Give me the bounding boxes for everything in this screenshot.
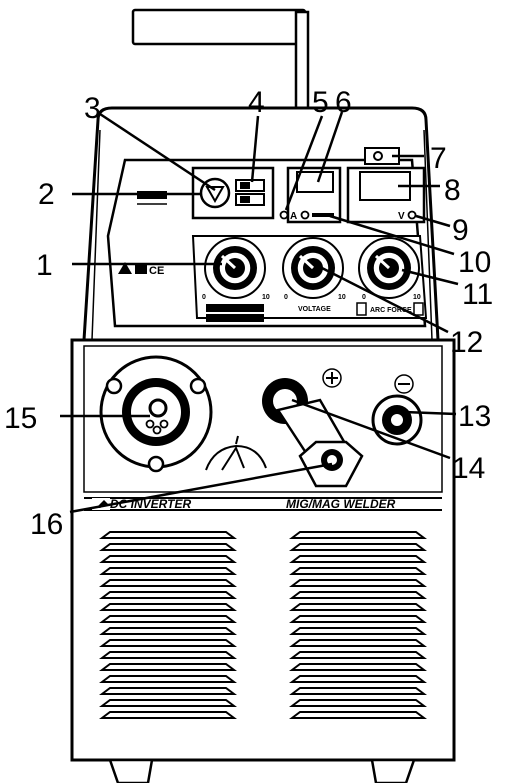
power-switch-block (191, 166, 275, 220)
callout-11: 11 (462, 278, 493, 311)
led-9 (407, 210, 417, 220)
mig-mag-welder-label: MIG/MAG WELDER (286, 497, 396, 511)
vent-louver (99, 615, 237, 623)
vent-louver (99, 567, 237, 575)
arc-force-icon-left (356, 302, 367, 316)
callout-numbers: 1 2 3 4 5 6 7 8 9 10 11 12 13 14 15 16 (4, 86, 493, 541)
vent-louver (99, 651, 237, 659)
led-5 (279, 210, 289, 220)
vent-louver (99, 591, 237, 599)
knob-arc-force (358, 237, 420, 299)
feet (108, 758, 416, 783)
vent-louver (289, 639, 427, 647)
callout-12: 12 (450, 326, 483, 359)
arc-force-icon-right (413, 302, 424, 316)
euro-torch-connector (99, 355, 213, 473)
handle (131, 8, 310, 114)
indicator-7-led (373, 151, 383, 161)
callout-6: 6 (335, 86, 352, 119)
vent-louver (289, 663, 427, 671)
callout-10: 10 (458, 246, 491, 279)
callout-8: 8 (444, 174, 461, 207)
knob1-label-plate-2 (206, 314, 264, 322)
callout-1: 1 (36, 249, 53, 282)
torch-icon (205, 435, 267, 471)
vent-louver (289, 687, 427, 695)
vent-louver (99, 711, 237, 719)
knob12-min: 0 (284, 294, 288, 301)
ce-marks: CE (118, 262, 164, 277)
knob1-label-plate (206, 304, 264, 312)
callout-16: 16 (30, 508, 63, 541)
vent-louver (289, 543, 427, 551)
vent-louver (99, 603, 237, 611)
vent-louver (99, 579, 237, 587)
vent-louver (289, 627, 427, 635)
vent-louver (289, 603, 427, 611)
display-6-window (296, 171, 334, 193)
arc-force-label: ARC FORCE (370, 307, 412, 314)
vent-louver (99, 555, 237, 563)
knob12-max: 10 (338, 294, 346, 301)
callout-3: 3 (84, 92, 101, 125)
vent-louver (99, 639, 237, 647)
vent-louver (99, 675, 237, 683)
vent-louver (289, 699, 427, 707)
callout-2: 2 (38, 178, 55, 211)
knob1-min: 0 (202, 294, 206, 301)
knob11-max: 10 (413, 294, 421, 301)
vent-louver (99, 543, 237, 551)
knob11-min: 0 (362, 294, 366, 301)
vent-louver (99, 531, 237, 539)
callout-13: 13 (458, 400, 491, 433)
vent-louver (289, 531, 427, 539)
vent-louver (289, 675, 427, 683)
callout-leaders (60, 111, 459, 514)
knob-voltage (282, 237, 344, 299)
callout-5: 5 (312, 86, 329, 119)
vent-louver (289, 555, 427, 563)
knob-wire-speed (204, 237, 266, 299)
svg-text:CE: CE (149, 265, 164, 277)
callout-9: 9 (452, 214, 469, 247)
dc-inverter-label: DC INVERTER (110, 497, 191, 511)
side-edge-left (91, 129, 101, 341)
vent-louver (289, 615, 427, 623)
vent-louver (289, 591, 427, 599)
led-10 (300, 210, 310, 220)
vent-louver (99, 663, 237, 671)
knob1-max: 10 (262, 294, 270, 301)
callout-15: 15 (4, 402, 37, 435)
vent-louver (99, 699, 237, 707)
vent-louver (289, 579, 427, 587)
led-10-bar (312, 213, 334, 217)
callout-14: 14 (452, 452, 485, 485)
vent-grille-left (99, 531, 237, 719)
vent-louver (99, 627, 237, 635)
vent-louver (289, 651, 427, 659)
vent-louver (289, 567, 427, 575)
voltage-label: VOLTAGE (298, 306, 331, 313)
vent-louver (289, 711, 427, 719)
callout-7: 7 (430, 142, 447, 175)
callout-4: 4 (248, 86, 265, 119)
vent-grille-right (289, 531, 427, 719)
led-5-mark: A (290, 211, 297, 222)
vent-louver (99, 687, 237, 695)
led-9-mark: V (398, 211, 405, 222)
side-edge-right (423, 129, 433, 341)
